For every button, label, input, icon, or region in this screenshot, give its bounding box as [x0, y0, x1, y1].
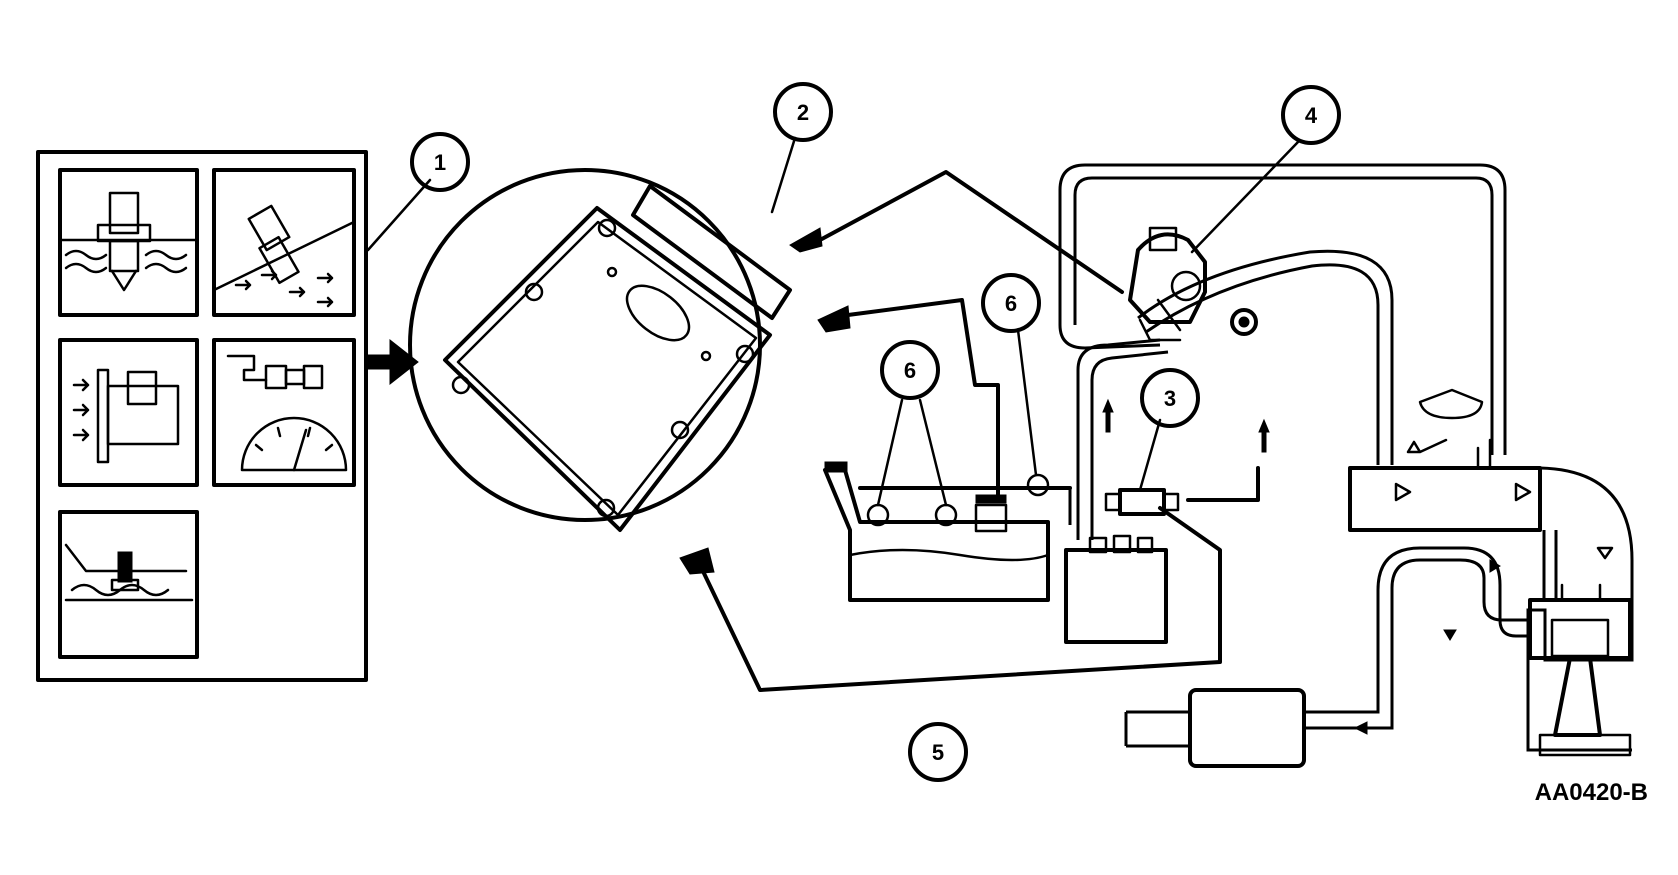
- intake-manifold: [1348, 438, 1542, 532]
- exhaust-system: [1124, 546, 1530, 768]
- signal-arrow: [789, 227, 823, 253]
- svg-text:6: 6: [904, 358, 916, 383]
- signal-wire: [846, 298, 1000, 502]
- purge-solenoid: [1104, 488, 1180, 516]
- signal-wire: [818, 170, 1124, 294]
- vacuum-loop: [1058, 163, 1507, 455]
- signal-arrow: [679, 547, 715, 575]
- flow-arrow-icon: [1258, 418, 1270, 453]
- callout-6-line: 6: [981, 273, 1041, 477]
- air-cleaner: [1418, 388, 1484, 420]
- speed-sensor-gauge-icon: [212, 338, 356, 487]
- egr-valve: [1128, 226, 1258, 342]
- svg-text:5: 5: [932, 740, 944, 765]
- engine-cylinder: [1526, 466, 1634, 757]
- immersion-sensor-icon: [58, 168, 199, 317]
- vacuum-hose: [1090, 350, 1169, 540]
- signal-arrow: [365, 338, 419, 386]
- intake-runner: [1542, 530, 1558, 598]
- callout-2: 2: [770, 82, 833, 214]
- purge-line: [1186, 466, 1260, 502]
- flow-arrow-icon: [1102, 398, 1114, 433]
- charcoal-canister: [1064, 534, 1168, 644]
- sensor-input-panel: [36, 150, 368, 682]
- signal-wire: [698, 506, 1222, 692]
- svg-text:4: 4: [1305, 103, 1318, 128]
- vent-line: [1040, 486, 1072, 525]
- callout-6-tank: 6: [876, 340, 948, 507]
- svg-text:1: 1: [434, 150, 446, 175]
- oil-pan-sensor-icon: [58, 510, 199, 659]
- flow-arrow-icon: [1489, 559, 1501, 573]
- figure-code: AA0420-B: [1535, 779, 1648, 806]
- throttle-position-sensor-icon: [212, 168, 356, 317]
- airflow-sensor-icon: [58, 338, 199, 487]
- svg-text:6: 6: [1005, 291, 1017, 316]
- signal-arrow: [817, 305, 851, 333]
- vacuum-loop: [1073, 176, 1494, 455]
- svg-text:3: 3: [1164, 386, 1176, 411]
- flow-arrow-icon: [1353, 721, 1368, 735]
- vacuum-hose: [1076, 338, 1161, 540]
- control-module: [408, 168, 792, 532]
- callout-4: 4: [1190, 85, 1341, 254]
- egr-tube: [1137, 249, 1394, 465]
- sensor-point: [1026, 473, 1050, 497]
- fuel-tank: [823, 461, 1072, 602]
- svg-text:2: 2: [797, 100, 809, 125]
- flow-arrow-icon: [1443, 629, 1457, 641]
- callout-3: 3: [1138, 368, 1200, 492]
- callout-5: 5: [908, 722, 968, 782]
- callout-1: 1: [366, 132, 470, 252]
- egr-tube: [1145, 263, 1380, 465]
